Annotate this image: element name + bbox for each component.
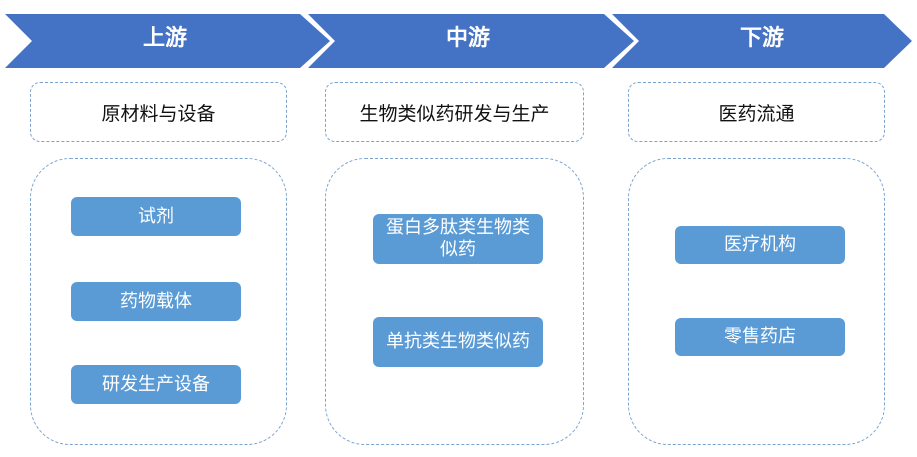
item-label: 医疗机构 <box>724 234 796 255</box>
stage-label-downstream: 下游 <box>739 26 784 51</box>
stage-label-midstream: 中游 <box>445 26 490 51</box>
downstream-item-medical-institution: 医疗机构 <box>675 226 845 264</box>
stage-label-upstream: 上游 <box>142 26 187 51</box>
midstream-title: 生物类似药研发与生产 <box>359 102 550 125</box>
midstream-title-box: 生物类似药研发与生产 <box>325 82 584 142</box>
upstream-item-equipment: 研发生产设备 <box>71 365 241 404</box>
downstream-item-retail-pharmacy: 零售药店 <box>675 318 845 356</box>
item-label: 试剂 <box>138 205 174 227</box>
downstream-arrow <box>612 14 912 68</box>
item-label: 单抗类生物类似药 <box>386 331 530 352</box>
upstream-arrow <box>5 14 330 68</box>
item-label: 零售药店 <box>724 326 796 347</box>
item-label: 研发生产设备 <box>102 373 210 395</box>
stage-arrows <box>5 14 912 68</box>
upstream-title-box: 原材料与设备 <box>30 82 287 142</box>
item-label: 药物载体 <box>120 290 192 312</box>
upstream-title: 原材料与设备 <box>101 102 216 125</box>
midstream-arrow <box>308 14 634 68</box>
upstream-item-reagent: 试剂 <box>71 197 241 236</box>
item-label: 蛋白多肽类生物类似药 <box>386 217 530 260</box>
midstream-item-monoclonal: 单抗类生物类似药 <box>373 317 543 367</box>
upstream-group <box>30 158 287 445</box>
upstream-item-drug-carrier: 药物载体 <box>71 282 241 321</box>
midstream-group <box>325 158 584 445</box>
midstream-item-protein-peptide: 蛋白多肽类生物类似药 <box>373 214 543 264</box>
downstream-group <box>628 158 885 445</box>
downstream-title: 医药流通 <box>718 102 795 125</box>
downstream-title-box: 医药流通 <box>628 82 885 142</box>
